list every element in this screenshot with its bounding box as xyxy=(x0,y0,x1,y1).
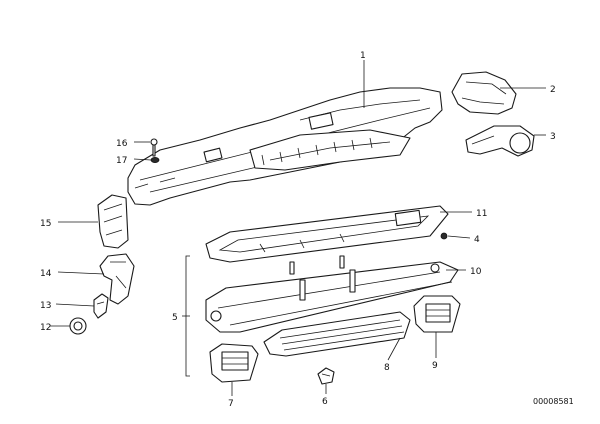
callout-4: 4 xyxy=(474,235,480,245)
callout-8: 8 xyxy=(384,363,390,373)
callout-1: 1 xyxy=(360,51,366,61)
screw xyxy=(150,138,158,157)
elbow-duct xyxy=(465,125,535,157)
callout-6: 6 xyxy=(322,397,328,407)
grommet xyxy=(69,317,87,335)
left-vent xyxy=(209,343,259,383)
callout-17: 17 xyxy=(116,156,127,166)
right-duct-piece xyxy=(451,71,517,115)
callout-7: 7 xyxy=(228,399,234,409)
right-vent xyxy=(413,295,461,333)
callout-16: 16 xyxy=(116,139,128,149)
panel-with-air-guides xyxy=(205,255,459,333)
callout-14: 14 xyxy=(40,269,52,279)
frame xyxy=(205,205,449,263)
main-air-duct xyxy=(127,87,443,206)
callout-2: 2 xyxy=(550,85,556,95)
callout-15: 15 xyxy=(40,219,51,229)
grille xyxy=(263,311,411,357)
callout-5: 5 xyxy=(172,313,178,323)
figure-id: 00008581 xyxy=(533,397,574,406)
callout-9: 9 xyxy=(432,361,438,371)
clip-nut xyxy=(317,367,335,385)
callout-13: 13 xyxy=(40,301,51,311)
callout-3: 3 xyxy=(550,132,556,142)
connector-duct xyxy=(97,194,129,249)
callout-10: 10 xyxy=(470,267,482,277)
callout-11: 11 xyxy=(476,209,487,219)
clip xyxy=(93,293,109,319)
callout-12: 12 xyxy=(40,323,51,333)
washer xyxy=(150,156,160,163)
small-screw xyxy=(440,232,448,240)
leader-lines xyxy=(50,60,546,396)
hose xyxy=(99,253,135,305)
